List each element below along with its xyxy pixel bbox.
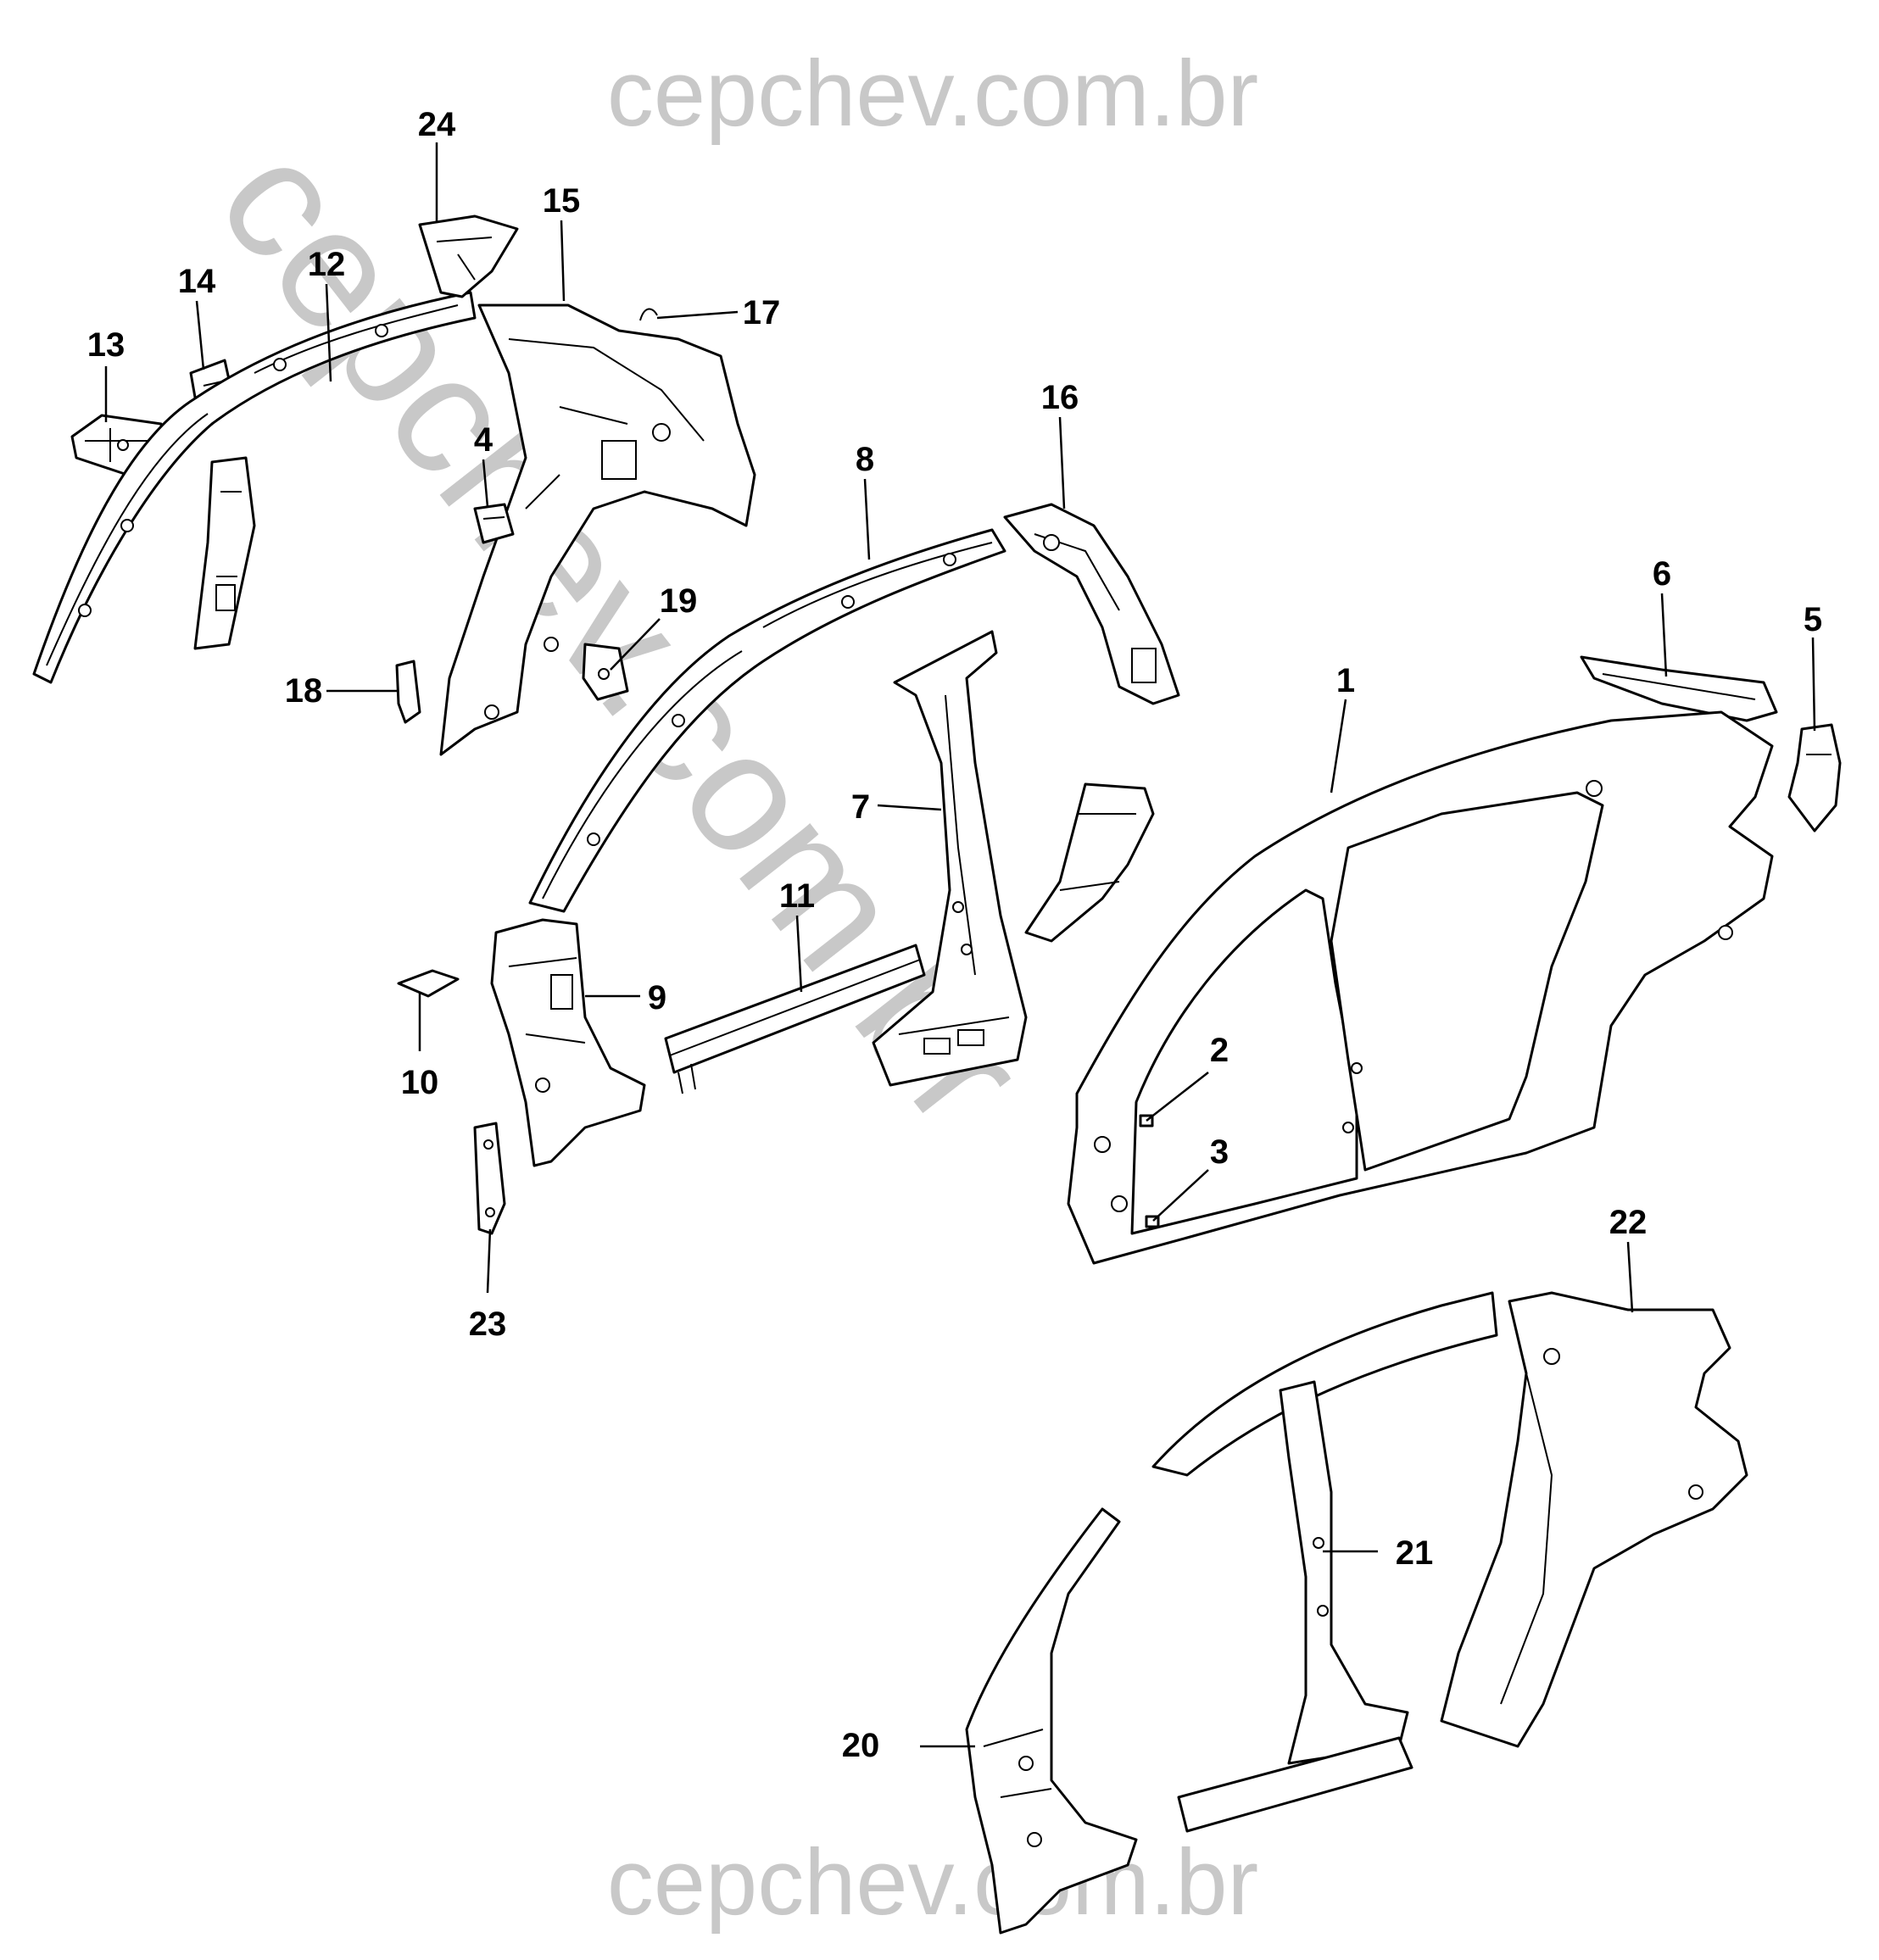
part-7-b-pillar-reinf [872,630,1028,1087]
part-20-a-pillar-outer [965,1507,1138,1935]
callout-2: 2 [1210,1032,1229,1069]
part-9-a-pillar-lower-inner [490,918,646,1167]
part-19-bracket [582,643,629,701]
leader-lines [104,142,1816,1748]
rear-floor-extension [1024,782,1155,943]
callout-21: 21 [1396,1534,1434,1572]
part-10-plate [397,969,460,998]
part-15-quarter-inner [439,303,756,756]
callout-10: 10 [401,1064,439,1101]
part-4-plate [473,503,515,544]
watermark-bottom: cepchev.com.br [607,1830,1258,1935]
part-11-rocker-inner [664,944,926,1094]
callout-24: 24 [418,106,456,143]
part-6-bracket [1580,655,1778,722]
part-17-clip [639,308,658,321]
part-12-roof-rail-inner [32,291,477,684]
part-24-gusset [418,214,519,298]
callout-17: 17 [743,294,781,331]
callout-14: 14 [178,263,216,300]
callout-12: 12 [308,246,346,283]
callout-8: 8 [856,441,874,478]
callout-19: 19 [660,582,698,620]
part-21-b-pillar-outer [1151,1291,1498,1833]
callout-7: 7 [851,788,870,826]
callout-3: 3 [1210,1133,1229,1171]
part-8-roof-side-rail [528,528,1006,913]
part-16-rear-upper-reinf [1003,503,1180,705]
callout-9: 9 [648,979,666,1016]
watermark-top: cepchev.com.br [607,42,1258,146]
callout-4: 4 [474,421,493,459]
callout-16: 16 [1041,379,1079,416]
callout-5: 5 [1804,601,1822,638]
callout-20: 20 [842,1727,880,1764]
part-23-bracket [473,1122,506,1235]
callout-13: 13 [87,326,125,364]
callout-23: 23 [469,1306,507,1343]
callout-11: 11 [779,877,815,915]
part-1-body-side-outer [1067,710,1774,1265]
callout-18: 18 [285,672,323,710]
part-22-rear-quarter-outer [1440,1291,1748,1748]
callout-1: 1 [1336,662,1355,699]
part-5-bracket [1787,723,1842,832]
callout-6: 6 [1653,555,1671,593]
callout-22: 22 [1609,1204,1648,1241]
part-18-bracket [395,660,421,724]
callout-15: 15 [543,182,581,220]
